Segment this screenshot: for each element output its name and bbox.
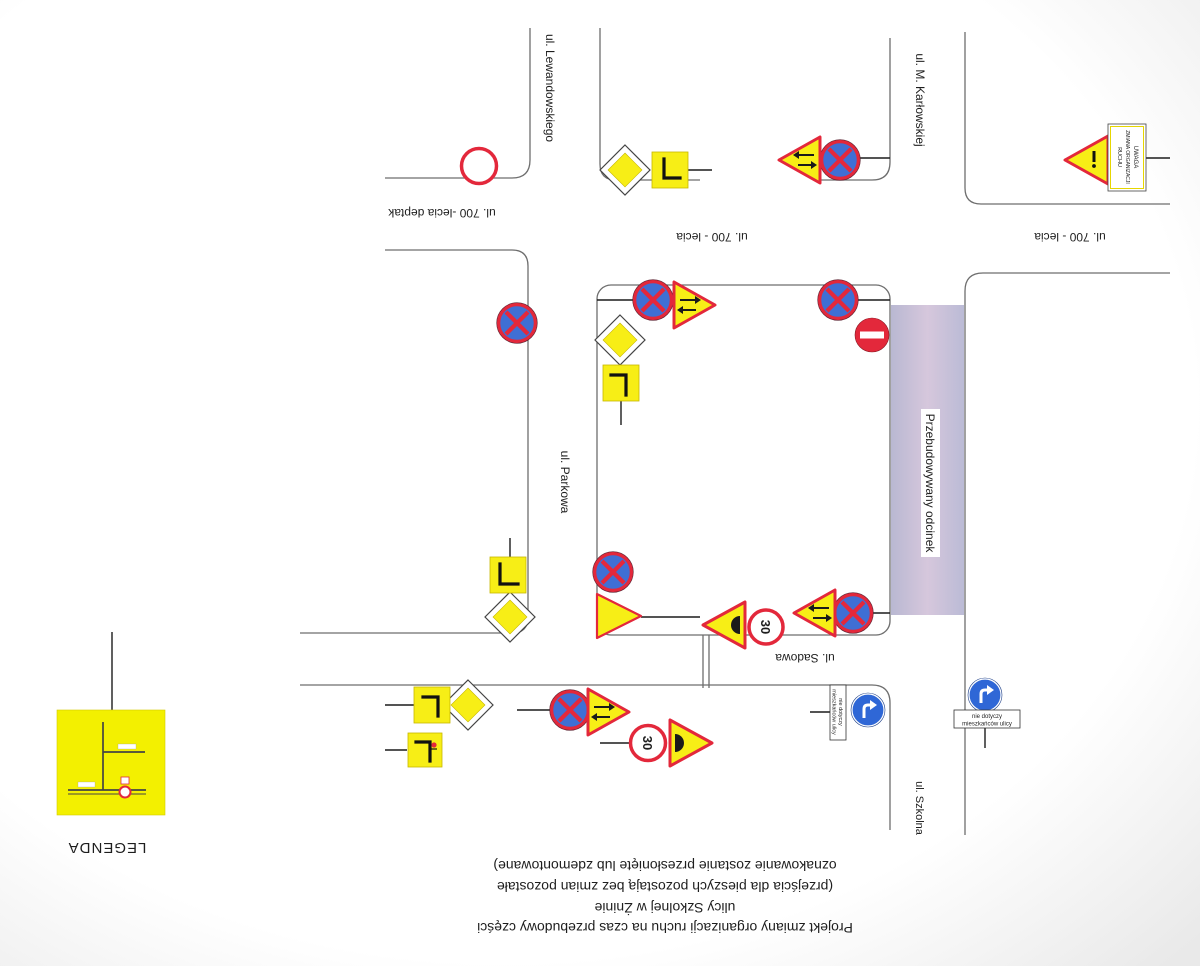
- two-way-traffic-warning-sign: [792, 588, 837, 638]
- construction-zone-label: Przebudowywany odcinek: [923, 414, 937, 554]
- exemption-plate-line1: nie dotyczy: [972, 714, 1002, 720]
- exemption-plate-line2: mieszkańców ulicy: [831, 689, 837, 735]
- priority-road-sign: [442, 679, 494, 731]
- priority-road-shape-icon: [413, 686, 451, 724]
- notice-plate-line3: RUCHU: [1116, 147, 1122, 167]
- title-line-3: (przejścia dla pieszych pozostają bez zm…: [497, 879, 833, 895]
- priority-road-shape-icon: [489, 556, 527, 594]
- turn-arrow-sign: [850, 692, 886, 728]
- two-way-traffic-warning-icon: [792, 588, 837, 638]
- give-way-icon: [595, 592, 643, 640]
- speed-limit-sign: 30: [628, 723, 668, 763]
- priority-road-shape-icon: [651, 151, 689, 189]
- no-stopping-sign: [832, 592, 874, 634]
- title-line-1: Projekt zmiany organizacji ruchu na czas…: [477, 920, 853, 936]
- title-line-4: oznakowanie zostanie przesłonięte lub zd…: [493, 858, 836, 874]
- construction-zone-label-box: [921, 409, 940, 557]
- notice-plate-line1: UWAGA: [1132, 146, 1138, 168]
- exemption-plate-line2: mieszkańców ulicy: [962, 722, 1012, 728]
- no-stopping-sign: [549, 689, 591, 731]
- no-vehicles-sign: [459, 146, 499, 186]
- priority-road-shape-sign: [489, 556, 527, 594]
- speed-bump-warning-sign: [701, 600, 747, 650]
- street-label-parkowa: ul. Parkowa: [558, 451, 572, 514]
- priority-road-shape-icon: [407, 732, 443, 768]
- legend-minimap: [68, 722, 146, 791]
- title-line-2: ulicy Szkolnej w Żninie: [594, 900, 735, 917]
- speed-limit-sign: 30: [747, 608, 785, 646]
- no-vehicles-icon: [459, 146, 499, 186]
- two-way-traffic-warning-sign: [672, 280, 717, 330]
- sign-posts: [111, 157, 1170, 751]
- legend-label: LEGENDA: [68, 839, 147, 856]
- speed-bump-warning-sign: [668, 718, 714, 768]
- road-edge-lewandowskiego-west: [385, 28, 531, 179]
- legend-box: [56, 709, 166, 816]
- two-way-traffic-warning-icon: [777, 135, 822, 185]
- legend-panel: [56, 709, 166, 816]
- street-label-700-lecia-right: ul. 700 - lecia: [1034, 230, 1106, 244]
- turn-arrow-sign: [967, 677, 1003, 713]
- priority-road-shape-sign: [407, 732, 443, 768]
- street-label-deptak: ul. 700 -lecia deptak: [387, 206, 495, 220]
- notice-plate-line2: ZMIANA ORGANIZACJI: [1124, 130, 1130, 184]
- speed-limit-icon: [628, 723, 668, 763]
- speed-bump-warning-icon: [701, 600, 747, 650]
- road-edge-karlowskiej-east: [964, 32, 1170, 205]
- priority-road-sign: [599, 144, 651, 196]
- no-stopping-sign: [817, 279, 859, 321]
- no-stopping-sign: [592, 551, 634, 593]
- street-label-karlowskiej: ul. M. Karłowskiej: [913, 53, 927, 146]
- notice-plate: UWAGA ZMIANA ORGANIZACJI RUCHU: [1107, 123, 1147, 192]
- speed-bump-warning-icon: [668, 718, 714, 768]
- priority-road-shape-sign: [413, 686, 451, 724]
- document-title: Projekt zmiany organizacji ruchu na czas…: [477, 858, 853, 936]
- speed-limit-value: 30: [640, 736, 655, 750]
- priority-road-sign: [484, 591, 536, 643]
- priority-road-shape-icon: [602, 364, 640, 402]
- two-way-traffic-warning-icon: [586, 687, 631, 737]
- road-edge-szkolna-east: [964, 272, 1170, 835]
- no-stopping-sign: [819, 139, 861, 181]
- two-way-traffic-warning-sign: [777, 135, 822, 185]
- street-label-sadowa: ul. Sadowa: [775, 651, 835, 665]
- road-connector: [702, 635, 710, 688]
- two-way-traffic-warning-icon: [672, 280, 717, 330]
- turn-arrow-icon: [968, 678, 1002, 712]
- give-way-sign: [595, 592, 643, 640]
- turn-arrow-icon: [851, 693, 885, 727]
- exemption-plate: nie dotyczy mieszkańców ulicy: [953, 709, 1021, 729]
- no-stopping-sign: [496, 302, 538, 344]
- priority-road-sign: [594, 314, 646, 366]
- exemption-plate-line1: nie dotyczy: [837, 698, 843, 726]
- no-entry-sign: [854, 317, 890, 353]
- street-label-lewandowskiego: ul. Lewandowskiego: [543, 34, 557, 142]
- speed-limit-value: 30: [758, 620, 773, 634]
- speed-limit-icon: [747, 608, 785, 646]
- no-stopping-sign: [632, 279, 674, 321]
- legend-sign-marker: [118, 785, 132, 799]
- road-edge-karlowskiej-west: [815, 38, 891, 181]
- street-label-szkolna: ul. Szkolna: [913, 781, 925, 836]
- street-label-700-lecia-center: ul. 700 - lecia: [676, 230, 748, 244]
- priority-road-shape-sign: [602, 364, 640, 402]
- road-edge-szkolna-west: [300, 684, 891, 830]
- two-way-traffic-warning-sign: [586, 687, 631, 737]
- priority-road-shape-sign: [651, 151, 689, 189]
- exemption-plate: nie dotyczy mieszkańców ulicy: [829, 684, 847, 741]
